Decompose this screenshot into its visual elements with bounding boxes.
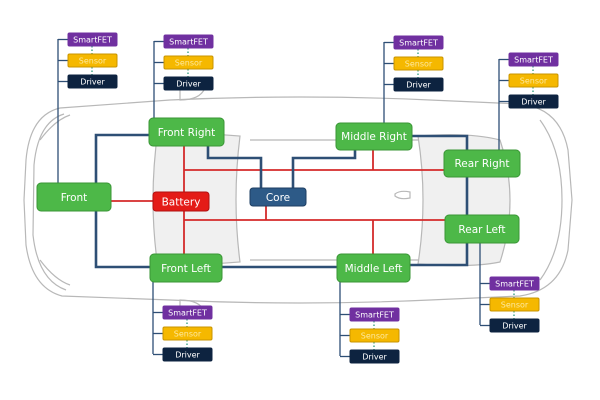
data-line-front-front-left [94,211,150,269]
sensor-label: Sensor [79,57,107,66]
smartfet-box[interactable]: SmartFET [508,52,559,67]
driver-label: Driver [80,78,105,87]
driver-label: Driver [362,353,387,362]
driver-box[interactable]: Driver [393,77,444,92]
driver-box[interactable]: Driver [349,349,400,364]
power-lines [111,145,445,254]
smartfet-box[interactable]: SmartFET [162,305,213,320]
zone-front-left[interactable]: Front Left [149,253,223,283]
core-label: Core [266,192,290,204]
driver-box[interactable]: Driver [67,74,118,89]
smartfet-box[interactable]: SmartFET [489,276,540,291]
data-line-front-right-core [206,145,263,188]
sensor-label: Sensor [175,59,203,68]
sensor-box[interactable]: Sensor [162,326,213,341]
zone-rear-right[interactable]: Rear Right [443,149,521,178]
zone-middle-left[interactable]: Middle Left [336,253,411,283]
zone-front-left-label: Front Left [161,263,211,275]
core-node[interactable]: Core [249,187,307,207]
sensor-box[interactable]: Sensor [393,56,444,71]
driver-label: Driver [176,80,201,89]
smartfet-box[interactable]: SmartFET [67,32,118,47]
driver-box[interactable]: Driver [162,347,213,362]
data-line-rear-left-middle-left [410,243,469,267]
sensor-label: Sensor [361,332,389,341]
driver-label: Driver [502,322,527,331]
driver-box[interactable]: Driver [508,94,559,109]
driver-label: Driver [406,81,431,90]
smartfet-label: SmartFET [355,311,394,320]
smartfet-label: SmartFET [169,38,208,47]
zone-front-label: Front [61,192,88,204]
sensor-box[interactable]: Sensor [349,328,400,343]
data-line-front-front-right [94,133,149,183]
zone-middle-right-label: Middle Right [341,131,407,143]
smartfet-box[interactable]: SmartFET [163,34,214,49]
smartfet-label: SmartFET [168,309,207,318]
driver-box[interactable]: Driver [489,318,540,333]
sensor-label: Sensor [520,77,548,86]
data-line-middle-right-rear-right [412,134,469,150]
smartfet-label: SmartFET [399,39,438,48]
zone-front-right[interactable]: Front Right [148,117,225,147]
smartfet-box[interactable]: SmartFET [349,307,400,322]
zone-front[interactable]: Front [36,182,112,212]
sensor-label: Sensor [405,60,433,69]
data-line-middle-right-core [291,149,357,188]
sensor-box[interactable]: Sensor [489,297,540,312]
sensor-label: Sensor [174,330,202,339]
driver-label: Driver [521,98,546,107]
smartfet-label: SmartFET [73,36,112,45]
zone-rear-left[interactable]: Rear Left [444,214,520,244]
battery-node[interactable]: Battery [152,191,210,212]
zone-rear-right-label: Rear Right [454,158,509,170]
sensor-box[interactable]: Sensor [67,53,118,68]
zone-front-right-label: Front Right [158,127,216,139]
zone-middle-right[interactable]: Middle Right [335,122,413,151]
smartfet-label: SmartFET [514,56,553,65]
smartfet-box[interactable]: SmartFET [393,35,444,50]
driver-box[interactable]: Driver [163,76,214,91]
battery-label: Battery [162,197,201,209]
smartfet-label: SmartFET [495,280,534,289]
sensor-box[interactable]: Sensor [508,73,559,88]
sensor-box[interactable]: Sensor [163,55,214,70]
zone-rear-left-label: Rear Left [458,224,505,236]
driver-label: Driver [175,351,200,360]
zone-middle-left-label: Middle Left [345,263,403,275]
data-lines [94,133,469,269]
sensor-label: Sensor [501,301,529,310]
